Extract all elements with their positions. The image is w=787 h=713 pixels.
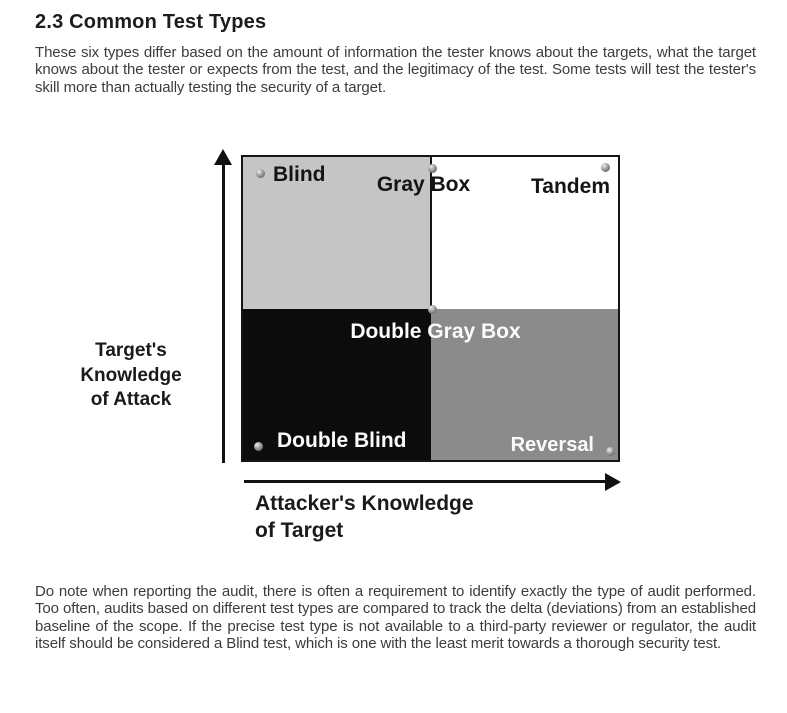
reversal-marker-dot-icon xyxy=(606,447,615,456)
section-heading: 2.3 Common Test Types xyxy=(35,11,267,33)
double-gray-box-marker-dot-icon xyxy=(428,305,437,314)
arrow-up-icon xyxy=(214,149,232,165)
quadrant-tandem xyxy=(430,157,618,309)
label-blind: Blind xyxy=(273,163,326,186)
intro-paragraph: These six types differ based on the amou… xyxy=(35,44,756,96)
x-axis-label: Attacker's Knowledge of Target xyxy=(255,492,474,542)
x-axis-arrow xyxy=(244,473,621,491)
note-paragraph: Do note when reporting the audit, there … xyxy=(35,583,756,653)
gray-box-marker-dot-icon xyxy=(428,164,437,173)
quadrant-blind xyxy=(243,157,431,309)
label-tandem: Tandem xyxy=(531,175,610,198)
double-blind-marker-dot-icon xyxy=(254,442,263,451)
label-double-gray-box: Double Gray Box xyxy=(350,320,521,343)
label-gray-box: Gray Box xyxy=(376,173,471,196)
y-axis-label: Target's Knowledge of Attack xyxy=(80,340,182,410)
label-double-blind: Double Blind xyxy=(277,429,407,452)
blind-marker-dot-icon xyxy=(256,169,265,178)
label-reversal: Reversal xyxy=(510,434,594,456)
test-types-matrix: Blind Gray Box Tandem Double Gray Box Do… xyxy=(241,155,620,462)
arrow-right-icon xyxy=(605,473,621,491)
quadrant-double-blind xyxy=(243,308,431,460)
quadrant-reversal xyxy=(430,308,618,460)
tandem-marker-dot-icon xyxy=(601,163,610,172)
top-half-divider-line xyxy=(429,157,432,309)
y-axis-arrow xyxy=(214,149,232,463)
